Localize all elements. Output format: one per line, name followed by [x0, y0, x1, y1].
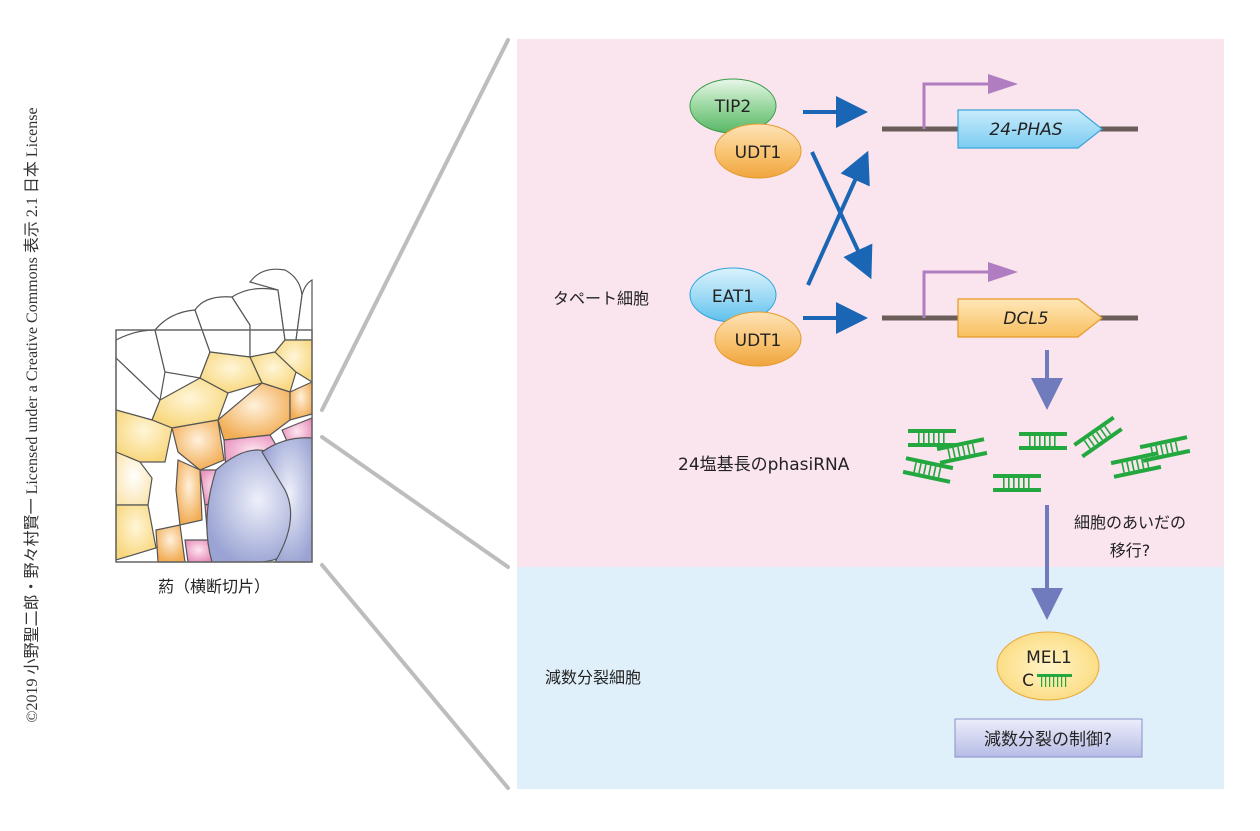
udt1-protein-top: [714, 123, 802, 179]
eat1-udt1-complex: EAT1 UDT1: [689, 267, 802, 367]
tip2-label: TIP2: [714, 97, 751, 117]
udt1-label-bottom: UDT1: [735, 331, 782, 351]
meiocyte-label: 減数分裂細胞: [545, 668, 641, 687]
anther-caption: 葯（横断切片）: [158, 577, 270, 596]
dcl5-gene-label: DCL5: [1003, 309, 1048, 329]
mel1-c-label: C: [1022, 671, 1034, 691]
mel1-protein: MEL1 C: [996, 631, 1100, 701]
regulation-arrows: [803, 96, 873, 334]
phas-gene-label: 24-PHAS: [989, 120, 1062, 140]
zoom-lines: [320, 38, 510, 790]
phasirna-label: 24塩基長のphasiRNA: [678, 455, 850, 475]
promoter-arrow-bottom: [922, 270, 993, 318]
phas-gene-box: [957, 109, 1103, 149]
gene-24-phas: 24-PHAS: [882, 74, 1138, 149]
eat1-label: EAT1: [712, 287, 754, 307]
transport-label-line2: 移行?: [1110, 541, 1151, 560]
meiosis-control-box: [954, 718, 1143, 758]
meiosis-control-label: 減数分裂の制御?: [984, 730, 1112, 750]
promoter-arrow-top: [922, 82, 993, 129]
tip2-udt1-complex: TIP2 UDT1: [689, 78, 802, 179]
gene-dcl5: DCL5: [882, 262, 1138, 338]
udt1-label-top: UDT1: [735, 143, 782, 163]
udt1-protein-bottom: [714, 311, 802, 367]
anther-illustration: [115, 268, 313, 563]
transport-label-line1: 細胞のあいだの: [1074, 513, 1186, 532]
bound-sirna-icon: [1037, 674, 1072, 687]
mel1-label: MEL1: [1026, 648, 1072, 668]
tapetum-label: タペート細胞: [553, 289, 649, 308]
arrow-eat1-to-phas: [806, 150, 870, 286]
dcl5-gene-box: [957, 298, 1103, 338]
